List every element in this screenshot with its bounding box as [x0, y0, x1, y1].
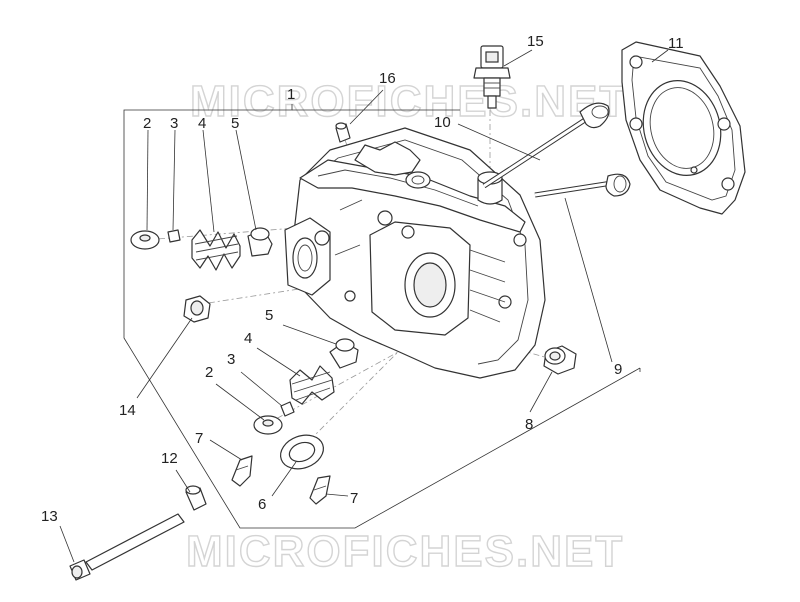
watermark-bottom: MICROFICHES.NET	[186, 527, 624, 576]
callout-4: 4	[198, 115, 206, 132]
callout-7b: 7	[350, 490, 358, 507]
callout-2b: 2	[205, 364, 213, 381]
leader-lines	[59, 49, 669, 563]
callout-3b: 3	[227, 351, 235, 368]
valve-intake	[482, 102, 610, 189]
callout-2: 2	[143, 115, 151, 132]
valve-spring-group-lower	[253, 338, 359, 435]
bushing-8	[543, 345, 577, 375]
pin-7-left	[231, 455, 253, 487]
callout-1: 1	[287, 86, 295, 103]
callout-3: 3	[170, 115, 178, 132]
callout-8: 8	[525, 416, 533, 433]
callout-7a: 7	[195, 430, 203, 447]
callout-6: 6	[258, 496, 266, 513]
callout-labels: 1 2 3 4 5 16 15 11 10 9 8 5 4 3 2 14 7 1…	[41, 33, 684, 525]
valve-spring-group-upper	[130, 227, 273, 271]
callout-5b: 5	[265, 307, 273, 324]
callout-13: 13	[41, 508, 58, 525]
callout-11: 11	[668, 35, 684, 52]
sleeve-12	[185, 485, 207, 511]
callout-16: 16	[379, 70, 396, 87]
temperature-sensor	[473, 45, 511, 109]
bolt-13	[69, 513, 185, 581]
callout-14: 14	[119, 402, 136, 419]
callout-10: 10	[434, 114, 451, 131]
dowel-pin-16	[335, 122, 351, 143]
seal-ring-6	[280, 434, 324, 470]
callout-15: 15	[527, 33, 544, 50]
callout-9: 9	[614, 361, 622, 378]
pin-7-right	[309, 475, 331, 505]
cylinder-head	[284, 127, 546, 379]
head-gasket	[621, 41, 746, 215]
watermark-top: MICROFICHES.NET	[190, 77, 628, 126]
valve-exhaust	[534, 173, 631, 198]
callout-12: 12	[161, 450, 178, 467]
callout-5: 5	[231, 115, 239, 132]
callout-4b: 4	[244, 330, 252, 347]
assembly-bracket	[123, 104, 641, 529]
bushing-14	[183, 295, 211, 323]
